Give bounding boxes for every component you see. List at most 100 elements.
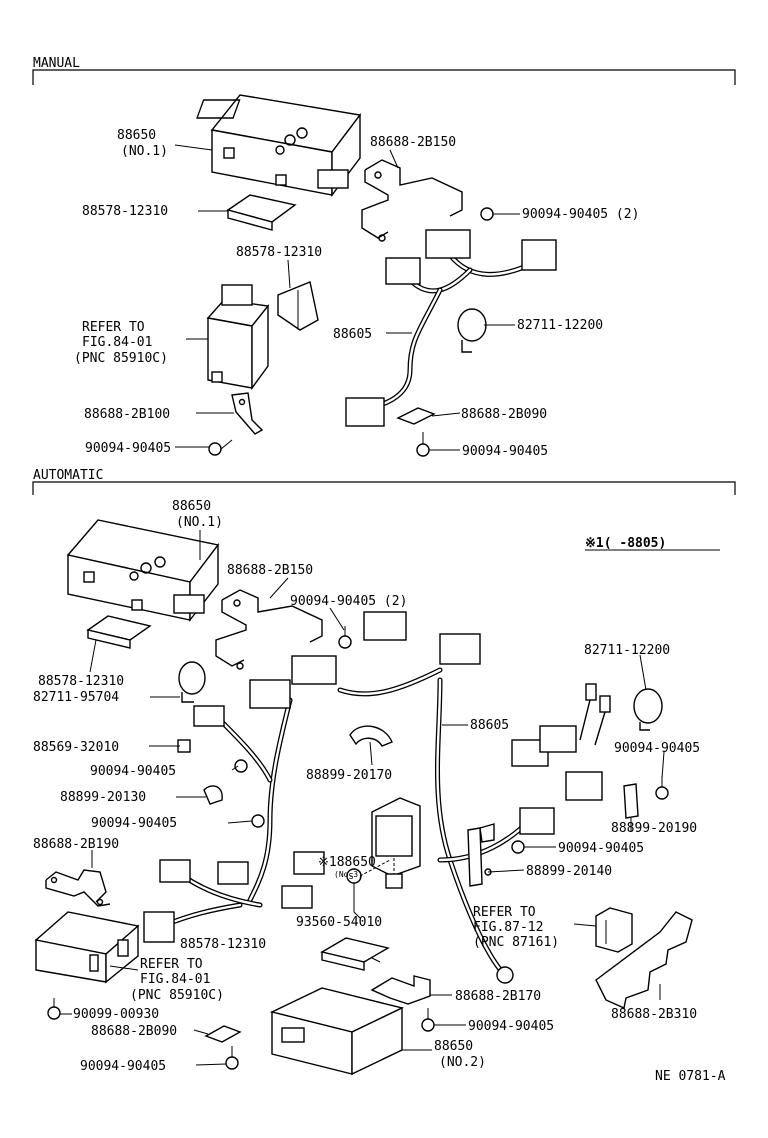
automatic-section-frame <box>32 481 736 495</box>
label-m-88650-no: (NO.1) <box>121 144 168 159</box>
label-a-90094-f: 90094-90405 <box>468 1019 554 1034</box>
bracket-88688-2b170 <box>370 975 431 1005</box>
label-a-88688-2b170: 88688-2B170 <box>455 989 541 1004</box>
screw-90094-auto-c <box>251 814 265 828</box>
pad-88578-manual-b <box>277 281 319 331</box>
label-a-88899-20140: 88899-20140 <box>526 864 612 879</box>
label-a-refer-b3: (PNC 87161) <box>473 935 559 950</box>
bracket-88899-20190 <box>623 783 639 832</box>
s-mark-93560 <box>346 868 362 912</box>
label-m-90094-right: 90094-90405 <box>462 444 548 459</box>
label-a-88899-20190: 88899-20190 <box>611 821 697 836</box>
bracket-88688-2b090-manual <box>396 407 436 425</box>
label-a-refer-a3: (PNC 85910C) <box>130 988 224 1003</box>
screw-90094-manual-right <box>416 432 430 457</box>
relay-refer-84-01-auto <box>34 911 140 984</box>
pad-88578-manual-a <box>226 194 297 231</box>
label-a-90094-right: 90094-90405 <box>614 741 700 756</box>
manual-leader-lines <box>174 144 520 451</box>
ecu-88650-no1-manual <box>196 94 362 198</box>
label-a-82711-95704: 82711-95704 <box>33 690 119 705</box>
wire-harness-88605-manual <box>345 229 557 427</box>
label-m-88688-2b090: 88688-2B090 <box>461 407 547 422</box>
wire-harness-88605-auto <box>143 611 533 984</box>
figure-code: NE 0781-A <box>655 1069 726 1084</box>
relay-refer-84-01-manual <box>206 284 270 391</box>
label-m-refer-2: FIG.84-01 <box>82 335 152 350</box>
pad-88578-auto-a <box>86 615 152 649</box>
pad-88578-auto-b <box>320 937 390 971</box>
label-m-refer-1: REFER TO <box>82 320 145 335</box>
label-m-88688-2b150: 88688-2B150 <box>370 135 456 150</box>
screw-90094-auto-f <box>421 1008 435 1032</box>
screw-90094-auto-e <box>225 1046 239 1070</box>
screw-90094-auto-right <box>655 776 669 800</box>
label-a-90094-a: 90094-90405 <box>90 764 176 779</box>
label-a-88688-2b090: 88688-2B090 <box>91 1024 177 1039</box>
screw-90094-manual-top <box>480 207 505 221</box>
label-a-88578-12310: 88578-12310 <box>38 674 124 689</box>
auto-leader-lines <box>60 530 665 1066</box>
label-a-88650: 88650 <box>172 499 211 514</box>
label-a-88899-20170: 88899-20170 <box>306 768 392 783</box>
bracket-88688-2b090-auto <box>204 1025 242 1043</box>
ecu-88650-no1-auto <box>66 519 220 623</box>
clamp-82711-95704-auto <box>178 661 206 703</box>
bracket-88899-20140 <box>467 823 495 887</box>
label-a-refer-b1: REFER TO <box>473 905 536 920</box>
manual-section-title: MANUAL <box>33 56 80 71</box>
bracket-88688-2b100-manual <box>231 392 264 435</box>
bracket-88688-2b190 <box>45 869 111 907</box>
clamp-82711-manual <box>457 308 487 353</box>
label-a-90099: 90099-00930 <box>73 1007 159 1022</box>
bracket-88688-2b150-manual <box>361 159 463 242</box>
label-a-88650-no: (NO.1) <box>176 515 223 530</box>
label-m-90094-2: 90094-90405 (2) <box>522 207 639 222</box>
s-mark-label: S <box>349 872 354 881</box>
label-a-90094-e: 90094-90405 <box>80 1059 166 1074</box>
label-a-refer-a2: FIG.84-01 <box>140 972 210 987</box>
label-a-88605: 88605 <box>470 718 509 733</box>
label-a-88650-no2: (NO.2) <box>439 1055 486 1070</box>
relay-cluster-auto-right <box>511 683 611 835</box>
label-m-88578-b: 88578-12310 <box>236 245 322 260</box>
label-a-88688-2b150: 88688-2B150 <box>227 563 313 578</box>
label-m-88650: 88650 <box>117 128 156 143</box>
clamp-82711-12200-auto <box>633 688 663 731</box>
label-a-88578-b: 88578-12310 <box>180 937 266 952</box>
clip-88899-20170 <box>349 725 393 747</box>
label-a-90094-2: 90094-90405 (2) <box>290 594 407 609</box>
label-a-88899-20130: 88899-20130 <box>60 790 146 805</box>
module-188650-no3 <box>359 797 421 889</box>
screw-90094-auto-a <box>234 759 248 773</box>
label-a-88569: 88569-32010 <box>33 740 119 755</box>
screw-90094-manual-left <box>208 439 233 456</box>
label-a-88688-2b310: 88688-2B310 <box>611 1007 697 1022</box>
label-a-188650-no: (No.3) <box>334 870 363 879</box>
screw-90099-00930 <box>47 998 61 1020</box>
note-8805: ※1( -8805) <box>585 536 666 551</box>
label-a-90094-c: 90094-90405 <box>91 816 177 831</box>
clip-88899-20130 <box>203 785 223 805</box>
label-a-88650-b: 88650 <box>434 1039 473 1054</box>
label-a-refer-b2: FIG.87-12 <box>473 920 543 935</box>
label-a-90094-d: 90094-90405 <box>558 841 644 856</box>
connector-refer-87-12 <box>595 907 633 953</box>
screw-90094-auto-d <box>511 840 525 854</box>
label-a-refer-a1: REFER TO <box>140 957 203 972</box>
label-m-88578-a: 88578-12310 <box>82 204 168 219</box>
label-m-90094-left: 90094-90405 <box>85 441 171 456</box>
bracket-88688-2b150-auto <box>215 589 323 670</box>
label-m-88605: 88605 <box>333 327 372 342</box>
screw-90094-auto-top <box>338 626 352 649</box>
label-m-82711: 82711-12200 <box>517 318 603 333</box>
bracket-88688-2b310 <box>595 911 693 1009</box>
label-a-82711-12200: 82711-12200 <box>584 643 670 658</box>
manual-section-frame <box>32 69 736 85</box>
label-a-93560: 93560-54010 <box>296 915 382 930</box>
automatic-section-title: AUTOMATIC <box>33 468 103 483</box>
label-a-88688-2b190: 88688-2B190 <box>33 837 119 852</box>
label-a-188650: ※188650 <box>318 855 376 870</box>
label-m-refer-3: (PNC 85910C) <box>74 351 168 366</box>
